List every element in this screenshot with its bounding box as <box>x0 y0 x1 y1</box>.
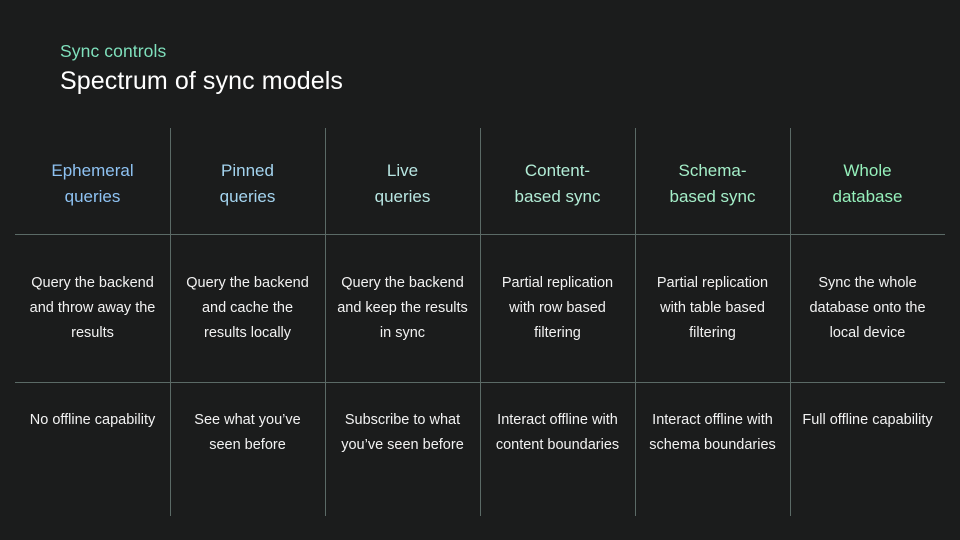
header-line-1: Live <box>386 161 419 180</box>
table-column-live-queries: Live queries Query the backend and keep … <box>325 128 480 516</box>
cell-description: Partial replication with row based filte… <box>501 274 614 341</box>
header-line-1: Schema- <box>678 161 747 180</box>
header-line-1: Whole <box>843 161 892 180</box>
cell-offline-capability: Interact offline with schema boundaries <box>649 412 776 453</box>
sync-models-table: Ephemeral queries Query the backend and … <box>15 128 945 516</box>
header-line-2: queries <box>374 187 431 206</box>
table-column-content-based-sync: Content- based sync Partial replication … <box>480 128 635 516</box>
page-title: Spectrum of sync models <box>60 67 343 95</box>
table-column-pinned-queries: Pinned queries Query the backend and cac… <box>170 128 325 516</box>
column-header-text: Whole database <box>833 158 903 210</box>
table-column-ephemeral-queries: Ephemeral queries Query the backend and … <box>15 128 170 516</box>
slide-header: Sync controls Spectrum of sync models <box>60 40 880 97</box>
column-header-text: Schema- based sync <box>670 158 756 210</box>
column-header: Ephemeral queries <box>15 128 170 234</box>
header-line-2: queries <box>219 187 276 206</box>
eyebrow-label: Sync controls <box>60 41 167 61</box>
cell-description: Sync the whole database onto the local d… <box>809 274 926 341</box>
cell-description: Query the backend and cache the results … <box>186 274 309 341</box>
column-header-text: Ephemeral queries <box>51 158 133 210</box>
cell-offline-capability: Full offline capability <box>802 412 933 428</box>
table-rule-top <box>15 234 945 235</box>
header-line-2: database <box>832 187 903 206</box>
column-header: Whole database <box>790 128 945 234</box>
header-line-1: Pinned <box>221 161 274 180</box>
cell-offline-capability: No offline capability <box>29 412 156 428</box>
header-line-1: Content- <box>524 161 591 180</box>
cell-offline-capability: Subscribe to what you’ve seen before <box>341 412 464 453</box>
cell-description: Partial replication with table based fil… <box>656 274 769 341</box>
table-rule-middle <box>15 382 945 383</box>
cell-description: Query the backend and keep the results i… <box>337 274 468 341</box>
column-header-text: Live queries <box>375 158 431 210</box>
column-header: Live queries <box>325 128 480 234</box>
column-header: Pinned queries <box>170 128 325 234</box>
header-line-2: queries <box>64 187 121 206</box>
table-column-schema-based-sync: Schema- based sync Partial replication w… <box>635 128 790 516</box>
column-header: Content- based sync <box>480 128 635 234</box>
table-column-whole-database: Whole database Sync the whole database o… <box>790 128 945 516</box>
column-header-text: Content- based sync <box>515 158 601 210</box>
cell-offline-capability: Interact offline with content boundaries <box>495 412 620 453</box>
header-line-1: Ephemeral <box>51 161 134 180</box>
column-header-text: Pinned queries <box>220 158 276 210</box>
header-line-2: based sync <box>669 187 756 206</box>
column-header: Schema- based sync <box>635 128 790 234</box>
cell-offline-capability: See what you’ve seen before <box>194 412 301 453</box>
header-line-2: based sync <box>514 187 601 206</box>
table-grid: Ephemeral queries Query the backend and … <box>15 128 945 516</box>
cell-description: Query the backend and throw away the res… <box>29 274 156 341</box>
